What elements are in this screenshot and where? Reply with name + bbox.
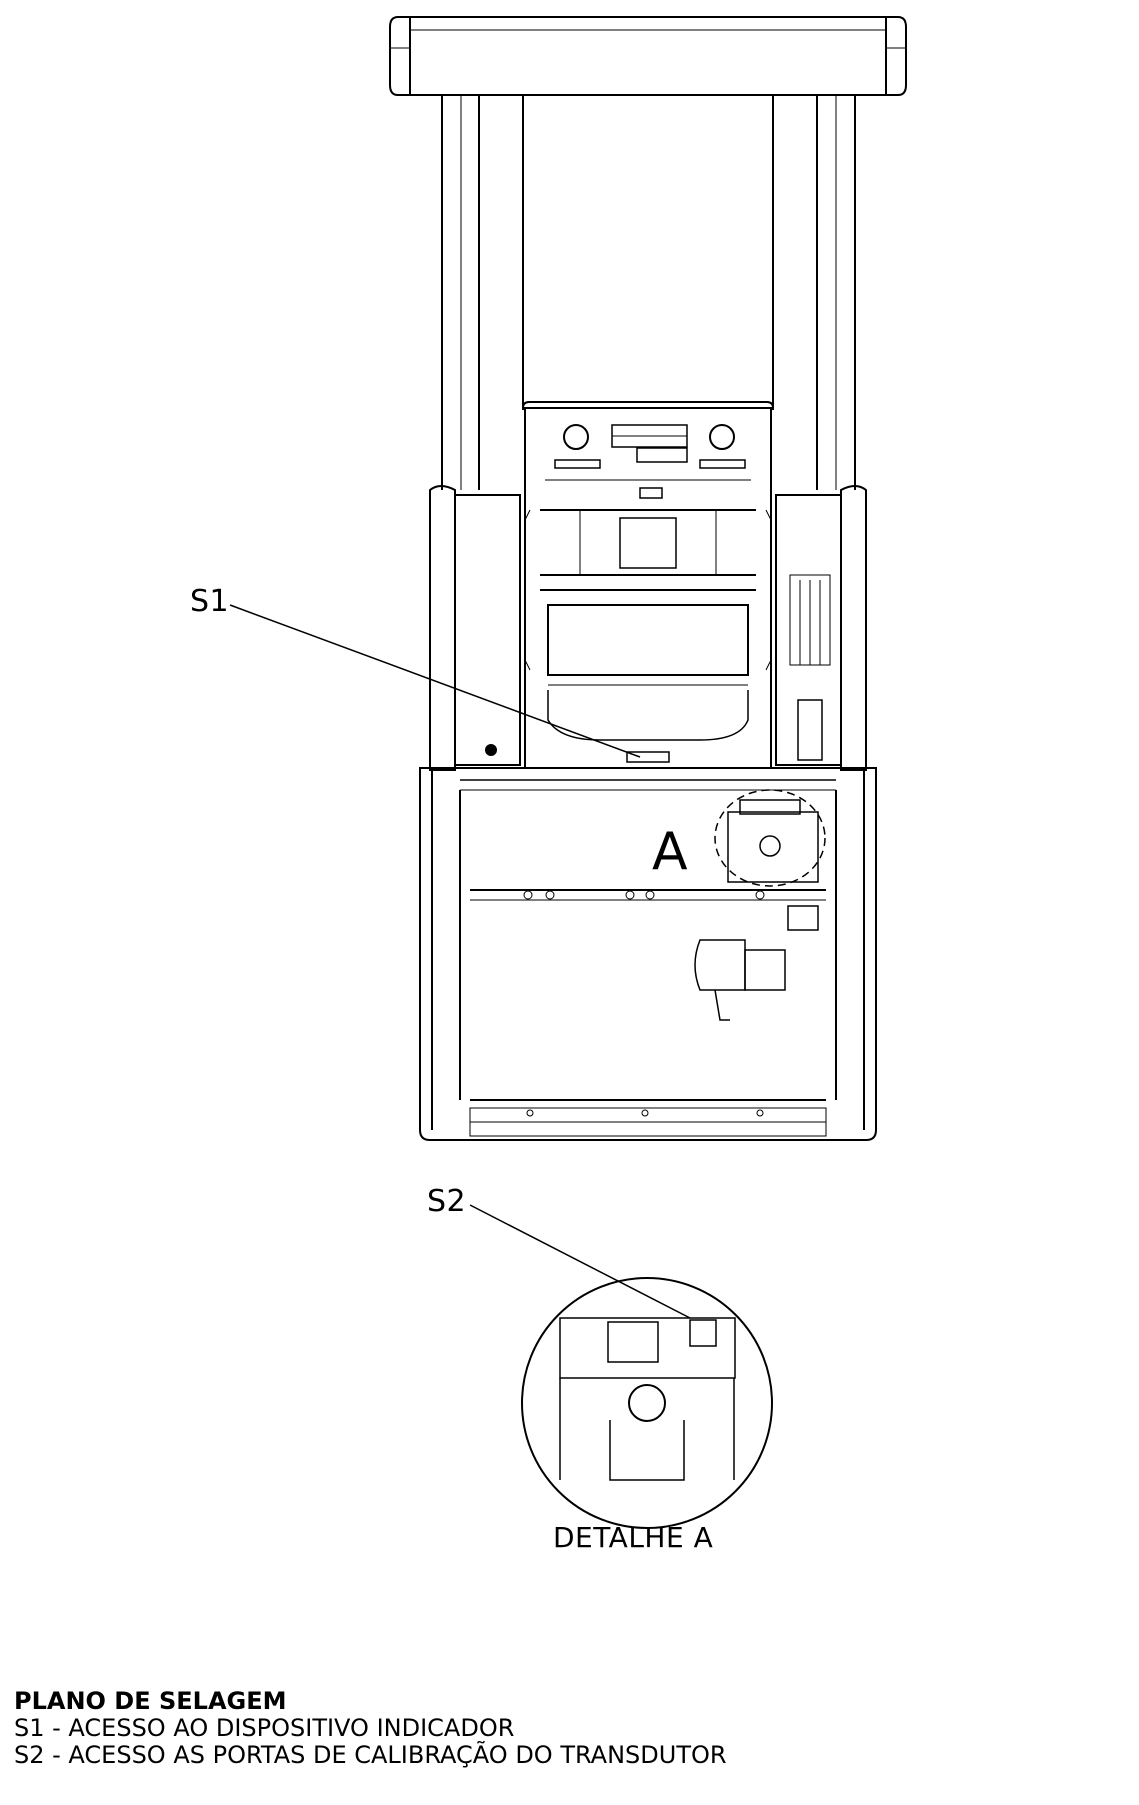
lower-cabinet [419, 767, 877, 1141]
support-columns [441, 95, 856, 490]
detail-a-caption: DETALHE A [553, 1521, 714, 1554]
display-head [522, 401, 774, 769]
detail-a-callout: A [652, 822, 689, 882]
side-panels [429, 485, 867, 771]
legend-title: PLANO DE SELAGEM [14, 1687, 287, 1715]
s1-label: S1 [190, 584, 230, 619]
sealing-plan-legend: PLANO DE SELAGEM S1 - ACESSO AO DISPOSIT… [14, 1688, 727, 1769]
top-canopy [389, 16, 907, 96]
detail-a-inset [521, 1277, 773, 1529]
legend-item-s1: S1 - ACESSO AO DISPOSITIVO INDICADOR [14, 1714, 515, 1742]
meter-assembly [694, 789, 826, 1021]
s1-leader-line [229, 604, 641, 758]
legend-item-s2: S2 - ACESSO AS PORTAS DE CALIBRAÇÃO DO T… [14, 1741, 727, 1769]
s2-leader-line [469, 1204, 691, 1319]
s2-label: S2 [427, 1184, 467, 1219]
